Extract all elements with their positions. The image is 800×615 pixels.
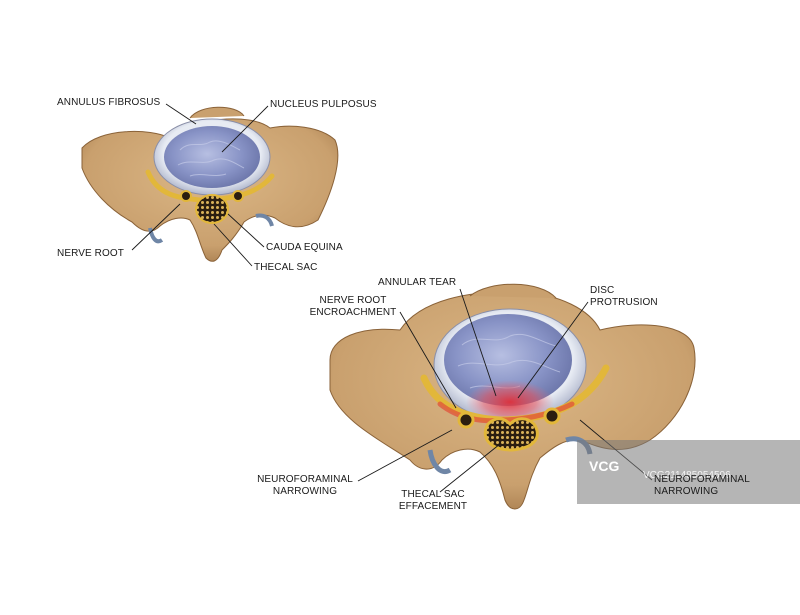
label-neuroforaminal-narrowing-left: NEUROFORAMINAL NARROWING — [257, 474, 353, 497]
label-annular-tear: ANNULAR TEAR — [378, 277, 457, 288]
watermark-banner: VCG VCG211485054506 — [577, 440, 800, 504]
pathologic-vertebra — [329, 283, 696, 510]
label-thecal-sac: THECAL SAC — [254, 262, 318, 273]
label-nerve-root-encroachment: NERVE ROOT ENCROACHMENT — [309, 295, 397, 318]
label-nerve-root: NERVE ROOT — [57, 248, 124, 259]
label-neuroforaminal-narrowing-right: NEUROFORAMINAL NARROWING — [654, 474, 750, 497]
annular-tear-inflammation — [466, 380, 554, 424]
label-thecal-sac-effacement: THECAL SAC EFFACEMENT — [398, 489, 468, 512]
label-annulus-fibrosus: ANNULUS FIBROSUS — [57, 97, 161, 108]
label-nucleus-pulposus: NUCLEUS PULPOSUS — [270, 99, 377, 110]
leader-lines — [131, 103, 653, 493]
label-cauda-equina: CAUDA EQUINA — [266, 242, 343, 253]
normal-nucleus — [164, 126, 260, 188]
label-disc-protrusion: DISC PROTRUSION — [590, 285, 658, 308]
watermark-id: VCG211485054506 — [643, 470, 731, 481]
pathologic-thecal-sac — [483, 417, 539, 452]
normal-vertebra — [81, 106, 339, 262]
watermark-logo: VCG — [589, 458, 620, 474]
normal-thecal-sac — [195, 194, 229, 224]
